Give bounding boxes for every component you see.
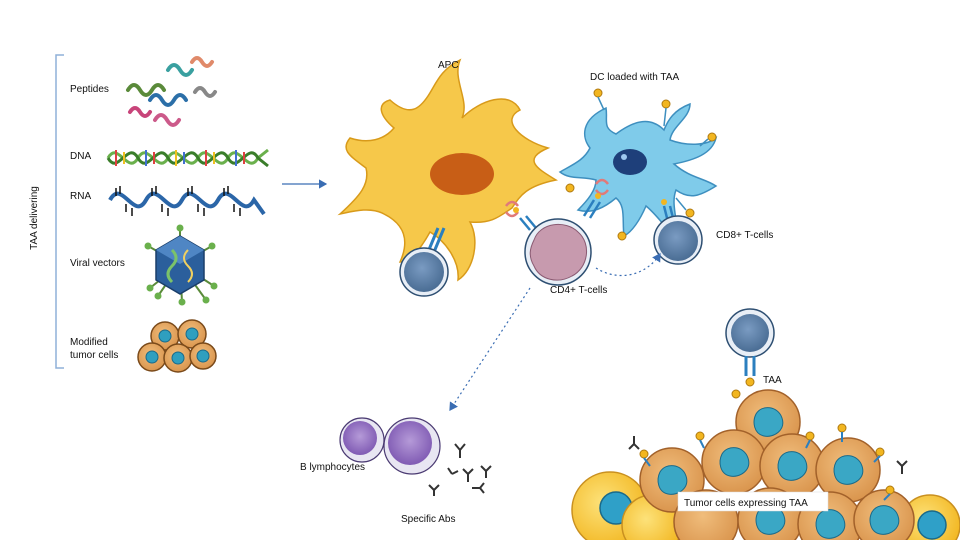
label-viral-vectors: Viral vectors bbox=[70, 258, 125, 269]
label-modified-tumor-cells-1: Modified bbox=[70, 337, 108, 348]
tumor-tcell: TAA bbox=[725, 308, 782, 387]
label-peptides: Peptides bbox=[70, 84, 109, 95]
rna-icon bbox=[108, 186, 266, 216]
dc-label: DC loaded with TAA bbox=[590, 72, 679, 83]
synapse-dc-cd4 bbox=[582, 178, 609, 219]
bracket bbox=[55, 54, 64, 369]
cd4-label: CD4+ T-cells bbox=[550, 285, 607, 296]
b-lymphocytes: B lymphocytes bbox=[300, 417, 441, 475]
bracket-title: TAA delivering bbox=[29, 186, 40, 250]
peptides-icon bbox=[126, 56, 217, 127]
cd4-tcell: CD4+ T-cells bbox=[524, 218, 607, 296]
label-rna: RNA bbox=[70, 191, 91, 202]
apc-label: APC bbox=[438, 60, 459, 71]
tumor-label: Tumor cells expressing TAA bbox=[684, 498, 808, 509]
apc-cell: APC bbox=[337, 58, 558, 282]
cd8-label: CD8+ T-cells bbox=[716, 230, 773, 241]
viral-vector-icon bbox=[144, 224, 218, 306]
dna-icon bbox=[106, 148, 269, 168]
cd4-to-cd8-arrow bbox=[595, 252, 661, 277]
specific-abs-label: Specific Abs bbox=[401, 514, 455, 525]
tumor-label-box: Tumor cells expressing TAA bbox=[677, 491, 829, 512]
taa-delivering-panel: TAA delivering Peptides DNA bbox=[29, 54, 328, 373]
dc-nucleus bbox=[613, 149, 647, 175]
tcell-left bbox=[399, 227, 449, 297]
bcell-label: B lymphocytes bbox=[300, 462, 365, 473]
cd8-tcell: CD8+ T-cells bbox=[653, 215, 773, 265]
modified-tumor-cells-icon bbox=[137, 319, 217, 373]
label-dna: DNA bbox=[70, 151, 91, 162]
synapse-apc-cd4 bbox=[505, 200, 537, 231]
cd4-to-bcell-arrow bbox=[449, 287, 531, 412]
antibodies-icon bbox=[428, 436, 908, 496]
taa-label: TAA bbox=[763, 375, 782, 386]
label-modified-tumor-cells-2: tumor cells bbox=[70, 350, 118, 361]
apc-nucleus bbox=[430, 153, 494, 195]
